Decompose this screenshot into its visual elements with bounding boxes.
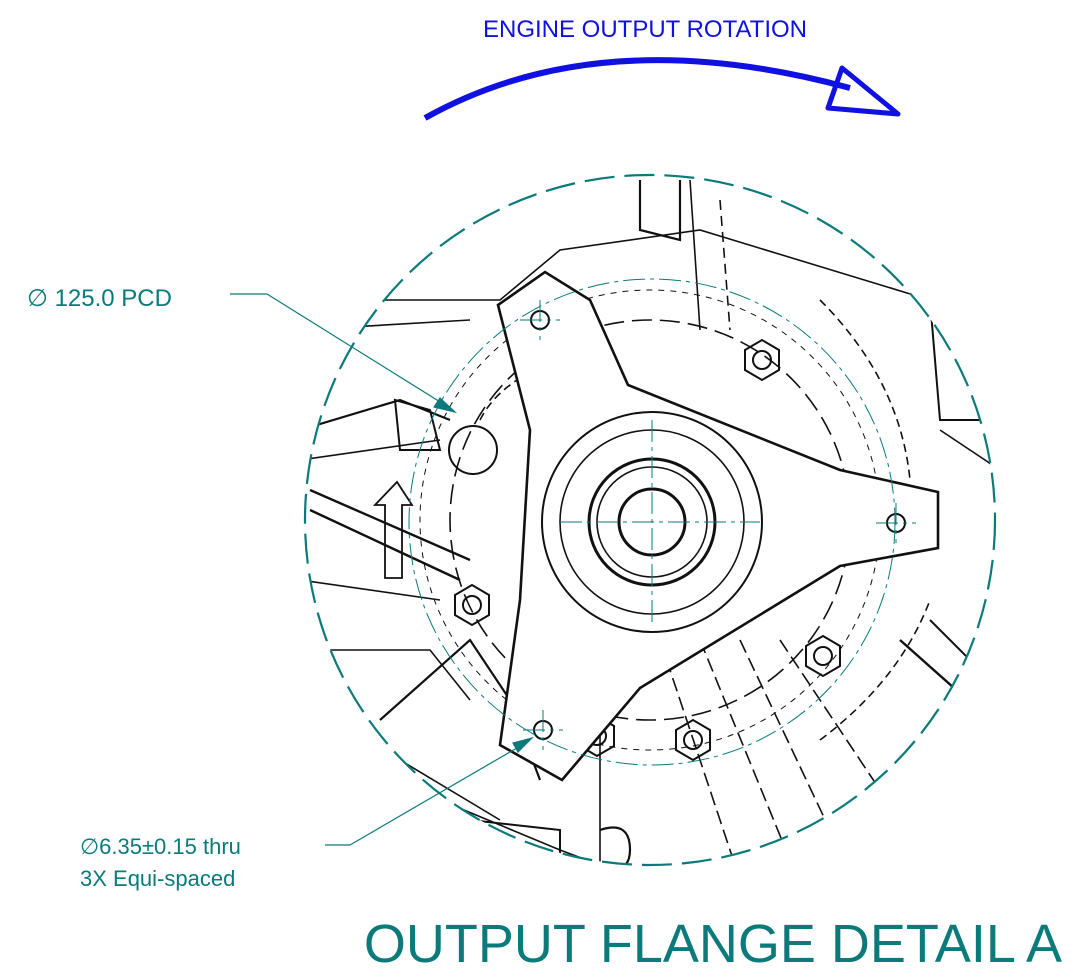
rotation-arrow	[423, 57, 901, 121]
detail-title: OUTPUT FLANGE DETAIL A	[364, 914, 1062, 974]
hole-spec-line2: 3X Equi-spaced	[80, 866, 235, 891]
centerlines	[408, 278, 916, 766]
output-flange	[496, 270, 940, 782]
hole-spec-line1: ∅6.35±0.15 thru	[80, 834, 241, 859]
rotation-label: ENGINE OUTPUT ROTATION	[483, 16, 807, 43]
pcd-label: ∅ 125.0 PCD	[27, 285, 172, 312]
pcd-leader	[230, 293, 458, 414]
detail-boundary-circle	[303, 173, 997, 867]
hole-spec-leader	[325, 736, 534, 846]
